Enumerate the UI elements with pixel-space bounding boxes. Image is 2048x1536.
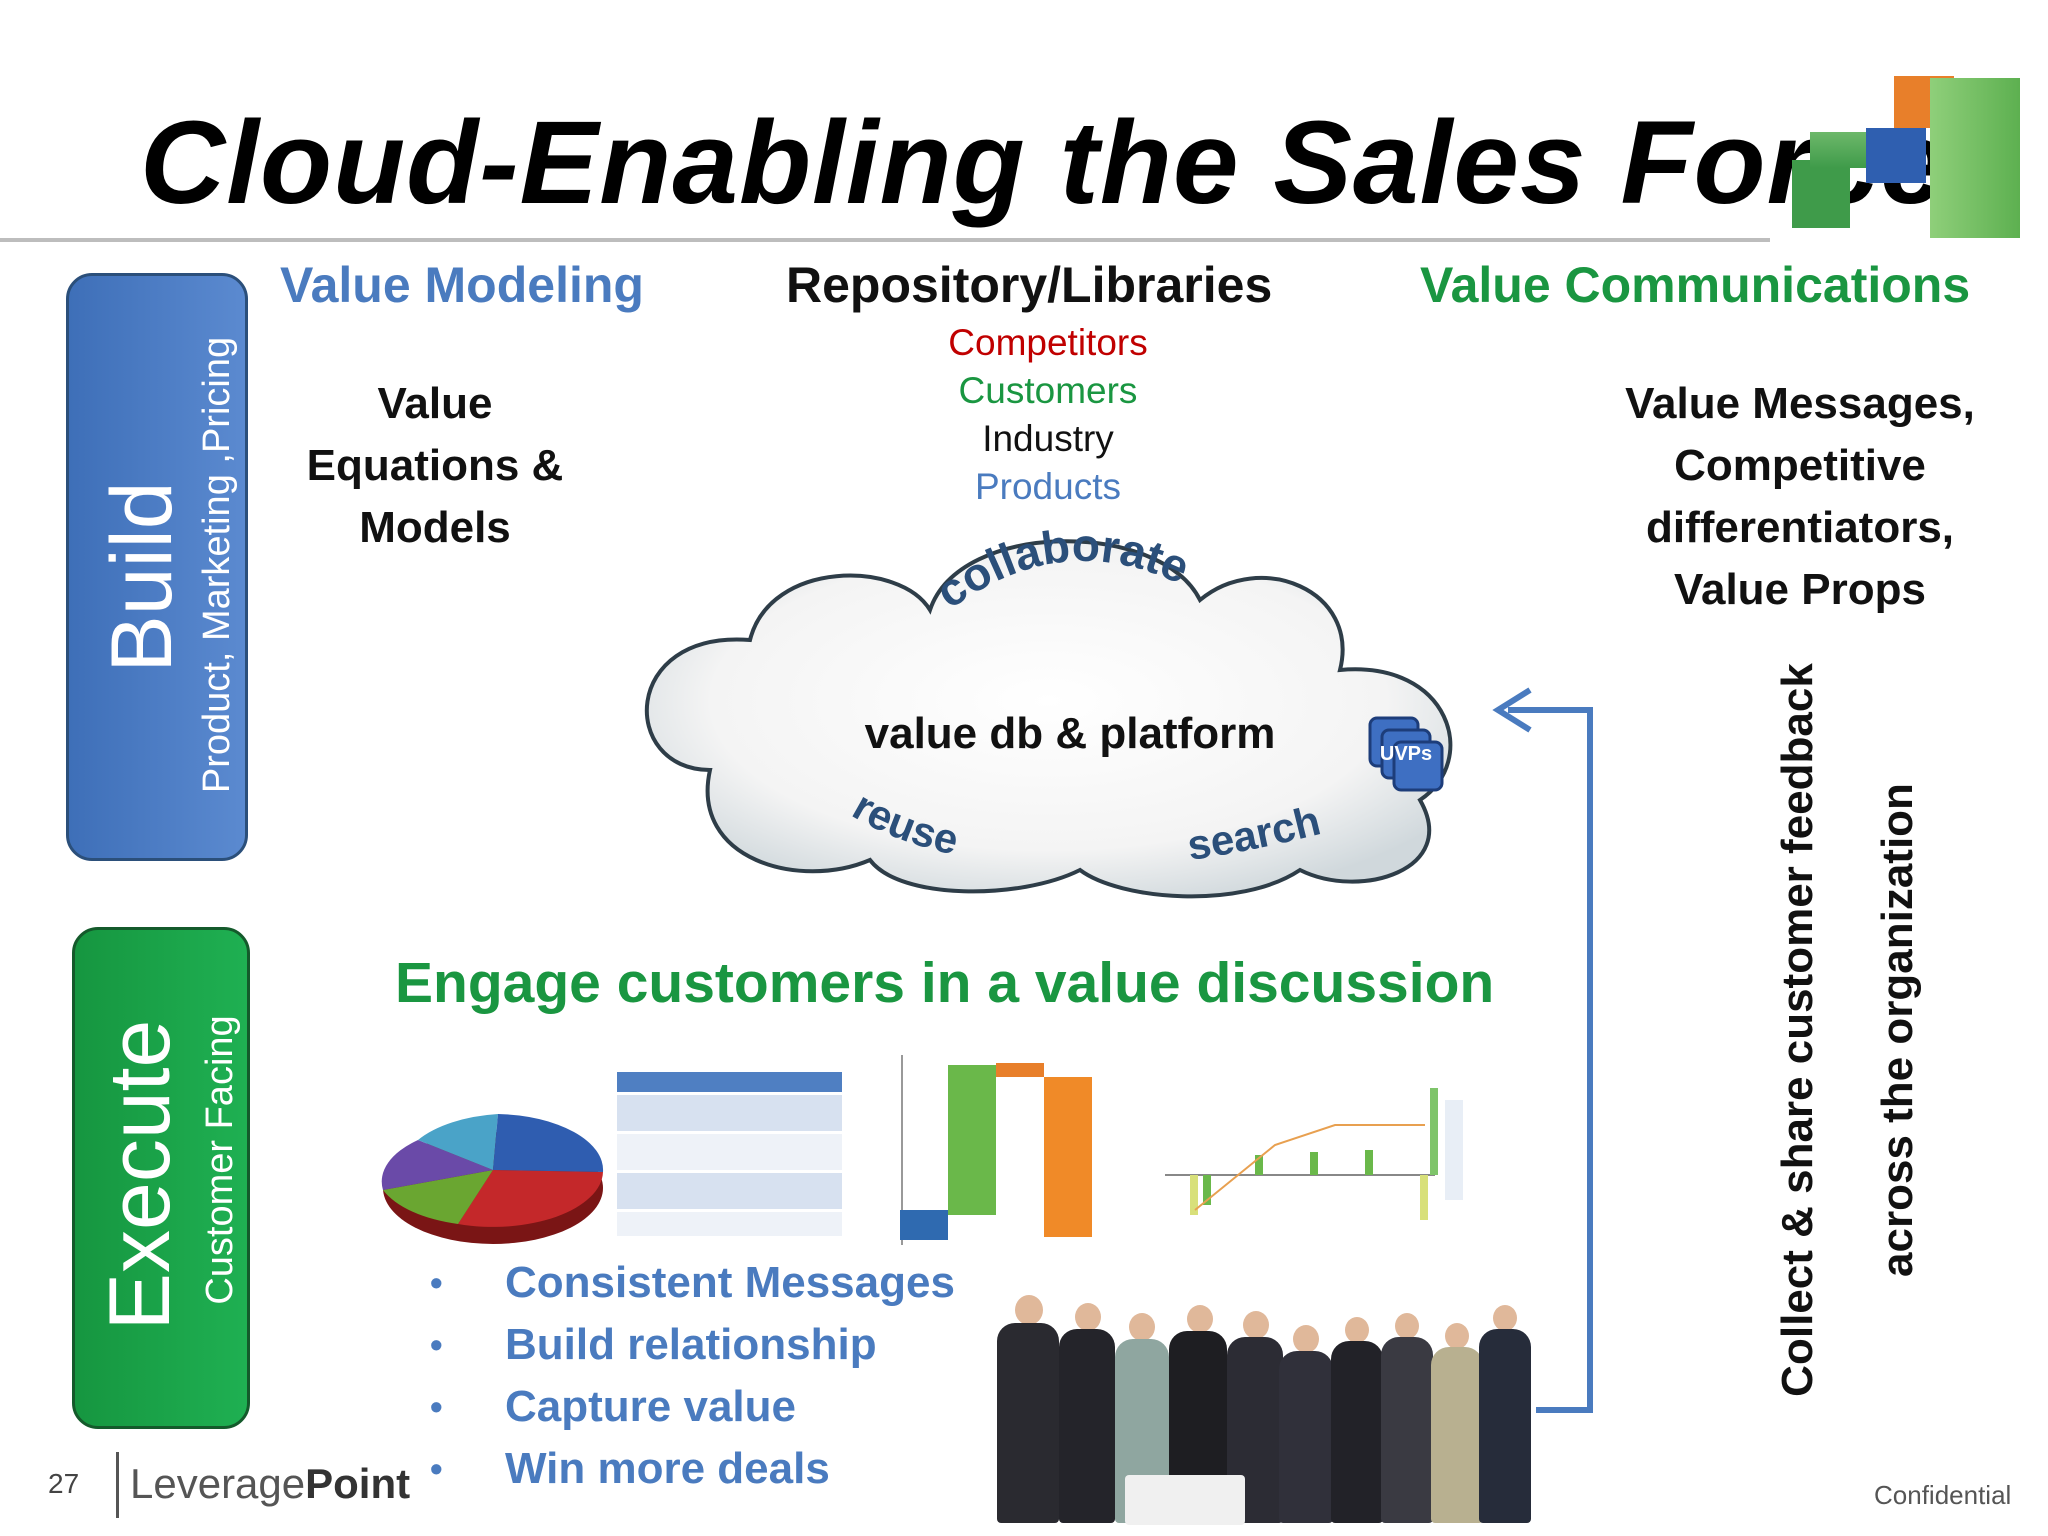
leveragepoint-logo: LeveragePoint bbox=[130, 1460, 410, 1508]
build-panel bbox=[66, 273, 248, 861]
value-communications-body: Value Messages, Competitive differentiat… bbox=[1580, 373, 2020, 621]
pie-chart-thumbnail bbox=[381, 1114, 604, 1244]
build-label: Build bbox=[94, 481, 190, 673]
confidential-label: Confidential bbox=[1874, 1480, 2012, 1510]
bullet-item: Build relationship bbox=[430, 1314, 955, 1376]
execute-sublabel: Customer Facing bbox=[199, 1015, 241, 1305]
waterfall-chart-thumbnail bbox=[900, 1055, 1092, 1245]
body-line: Value bbox=[377, 379, 493, 428]
body-line: Equations & bbox=[306, 441, 564, 490]
footer-divider bbox=[116, 1452, 119, 1518]
list-item-industry: Industry bbox=[982, 418, 1114, 459]
list-item-competitors: Competitors bbox=[948, 322, 1148, 363]
execute-label: Execute bbox=[92, 1019, 188, 1331]
page-number: 27 bbox=[48, 1468, 80, 1499]
bar-line-chart-thumbnail bbox=[1165, 1088, 1463, 1220]
value-modeling-body: Value Equations & Models bbox=[285, 373, 585, 559]
uvps-badge: UVPs bbox=[1380, 743, 1432, 765]
body-line: differentiators, bbox=[1645, 503, 1955, 552]
execute-panel bbox=[72, 927, 250, 1429]
logo-part-a: Leverage bbox=[130, 1460, 306, 1507]
list-item-products: Products bbox=[974, 466, 1121, 507]
cloud-center-label: value db & platform bbox=[865, 709, 1276, 758]
list-item-customers: Customers bbox=[958, 370, 1138, 411]
engage-heading: Engage customers in a value discussion bbox=[395, 951, 1495, 1015]
value-table-thumbnail bbox=[617, 1072, 842, 1237]
bullet-item: Win more deals bbox=[430, 1438, 955, 1500]
body-line: Models bbox=[359, 503, 511, 552]
feedback-arrow-icon bbox=[1492, 687, 1593, 1413]
bullet-item: Capture value bbox=[430, 1376, 955, 1438]
body-line: Competitive bbox=[1674, 441, 1926, 490]
feedback-line-1: Collect & share customer feedback bbox=[1773, 663, 1822, 1397]
body-line: Value Props bbox=[1674, 565, 1926, 614]
repository-list: Competitors Customers Industry Products bbox=[848, 322, 1248, 514]
logo-part-b: Point bbox=[305, 1460, 411, 1507]
slide-title: Cloud-Enabling the Sales Force bbox=[140, 97, 1947, 229]
bullet-item: Consistent Messages bbox=[430, 1252, 955, 1314]
repository-heading: Repository/Libraries bbox=[786, 257, 1273, 313]
value-modeling-heading: Value Modeling bbox=[280, 257, 644, 313]
value-communications-heading: Value Communications bbox=[1420, 257, 1971, 313]
title-divider bbox=[0, 238, 1770, 242]
benefit-bullets: Consistent Messages Build relationship C… bbox=[430, 1252, 955, 1500]
cloud-graphic: collaborate reuse search value db & plat… bbox=[644, 519, 1453, 899]
sales-team-photo bbox=[975, 1295, 1535, 1531]
body-line: Value Messages, bbox=[1625, 379, 1975, 428]
feedback-line-2: across the organization bbox=[1873, 783, 1922, 1277]
build-sublabel: Product, Marketing ,Pricing bbox=[196, 336, 238, 794]
